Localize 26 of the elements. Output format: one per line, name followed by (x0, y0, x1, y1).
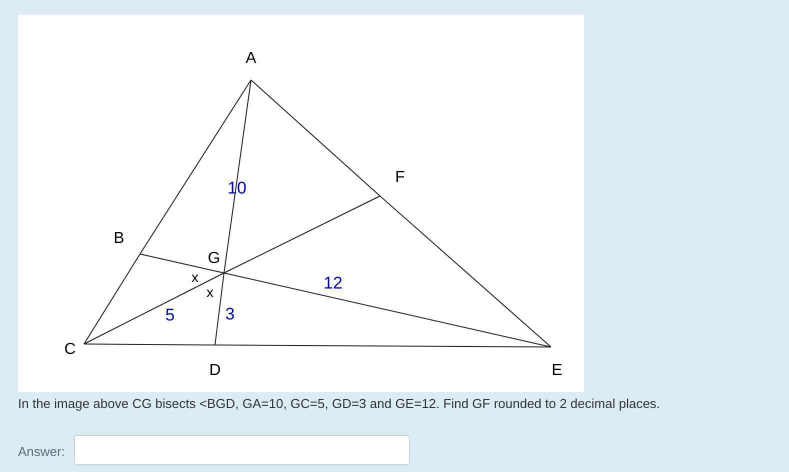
line-segment (84, 254, 140, 344)
line-segment (214, 344, 552, 348)
line-segment (224, 196, 380, 274)
angle-mark: x (192, 270, 198, 284)
line-segment (224, 80, 252, 274)
question-text: In the image above CG bisects <BGD, GA=10, GC=5, GD=3 and GE=12. Find GF rounded to 2 decimal places. (18, 396, 660, 411)
line-segment (250, 80, 380, 196)
angle-mark: x (206, 285, 214, 299)
line-segment (84, 272, 224, 344)
line-segment (140, 254, 224, 274)
length-label: 5 (165, 306, 175, 324)
line-segment (140, 80, 252, 254)
point-label: E (552, 363, 562, 379)
point-label: F (395, 170, 405, 186)
point-label: D (209, 363, 221, 379)
line-segment (84, 344, 216, 346)
line-segment (224, 272, 552, 348)
point-label: B (114, 231, 124, 247)
line-segment (214, 272, 224, 346)
length-label: 3 (225, 306, 235, 322)
point-label: C (64, 342, 76, 358)
length-label: 12 (324, 274, 342, 292)
field-label: Answer: (18, 444, 65, 459)
point-label: G (208, 251, 220, 267)
line-segment (380, 196, 552, 348)
point-label: A (246, 51, 256, 67)
